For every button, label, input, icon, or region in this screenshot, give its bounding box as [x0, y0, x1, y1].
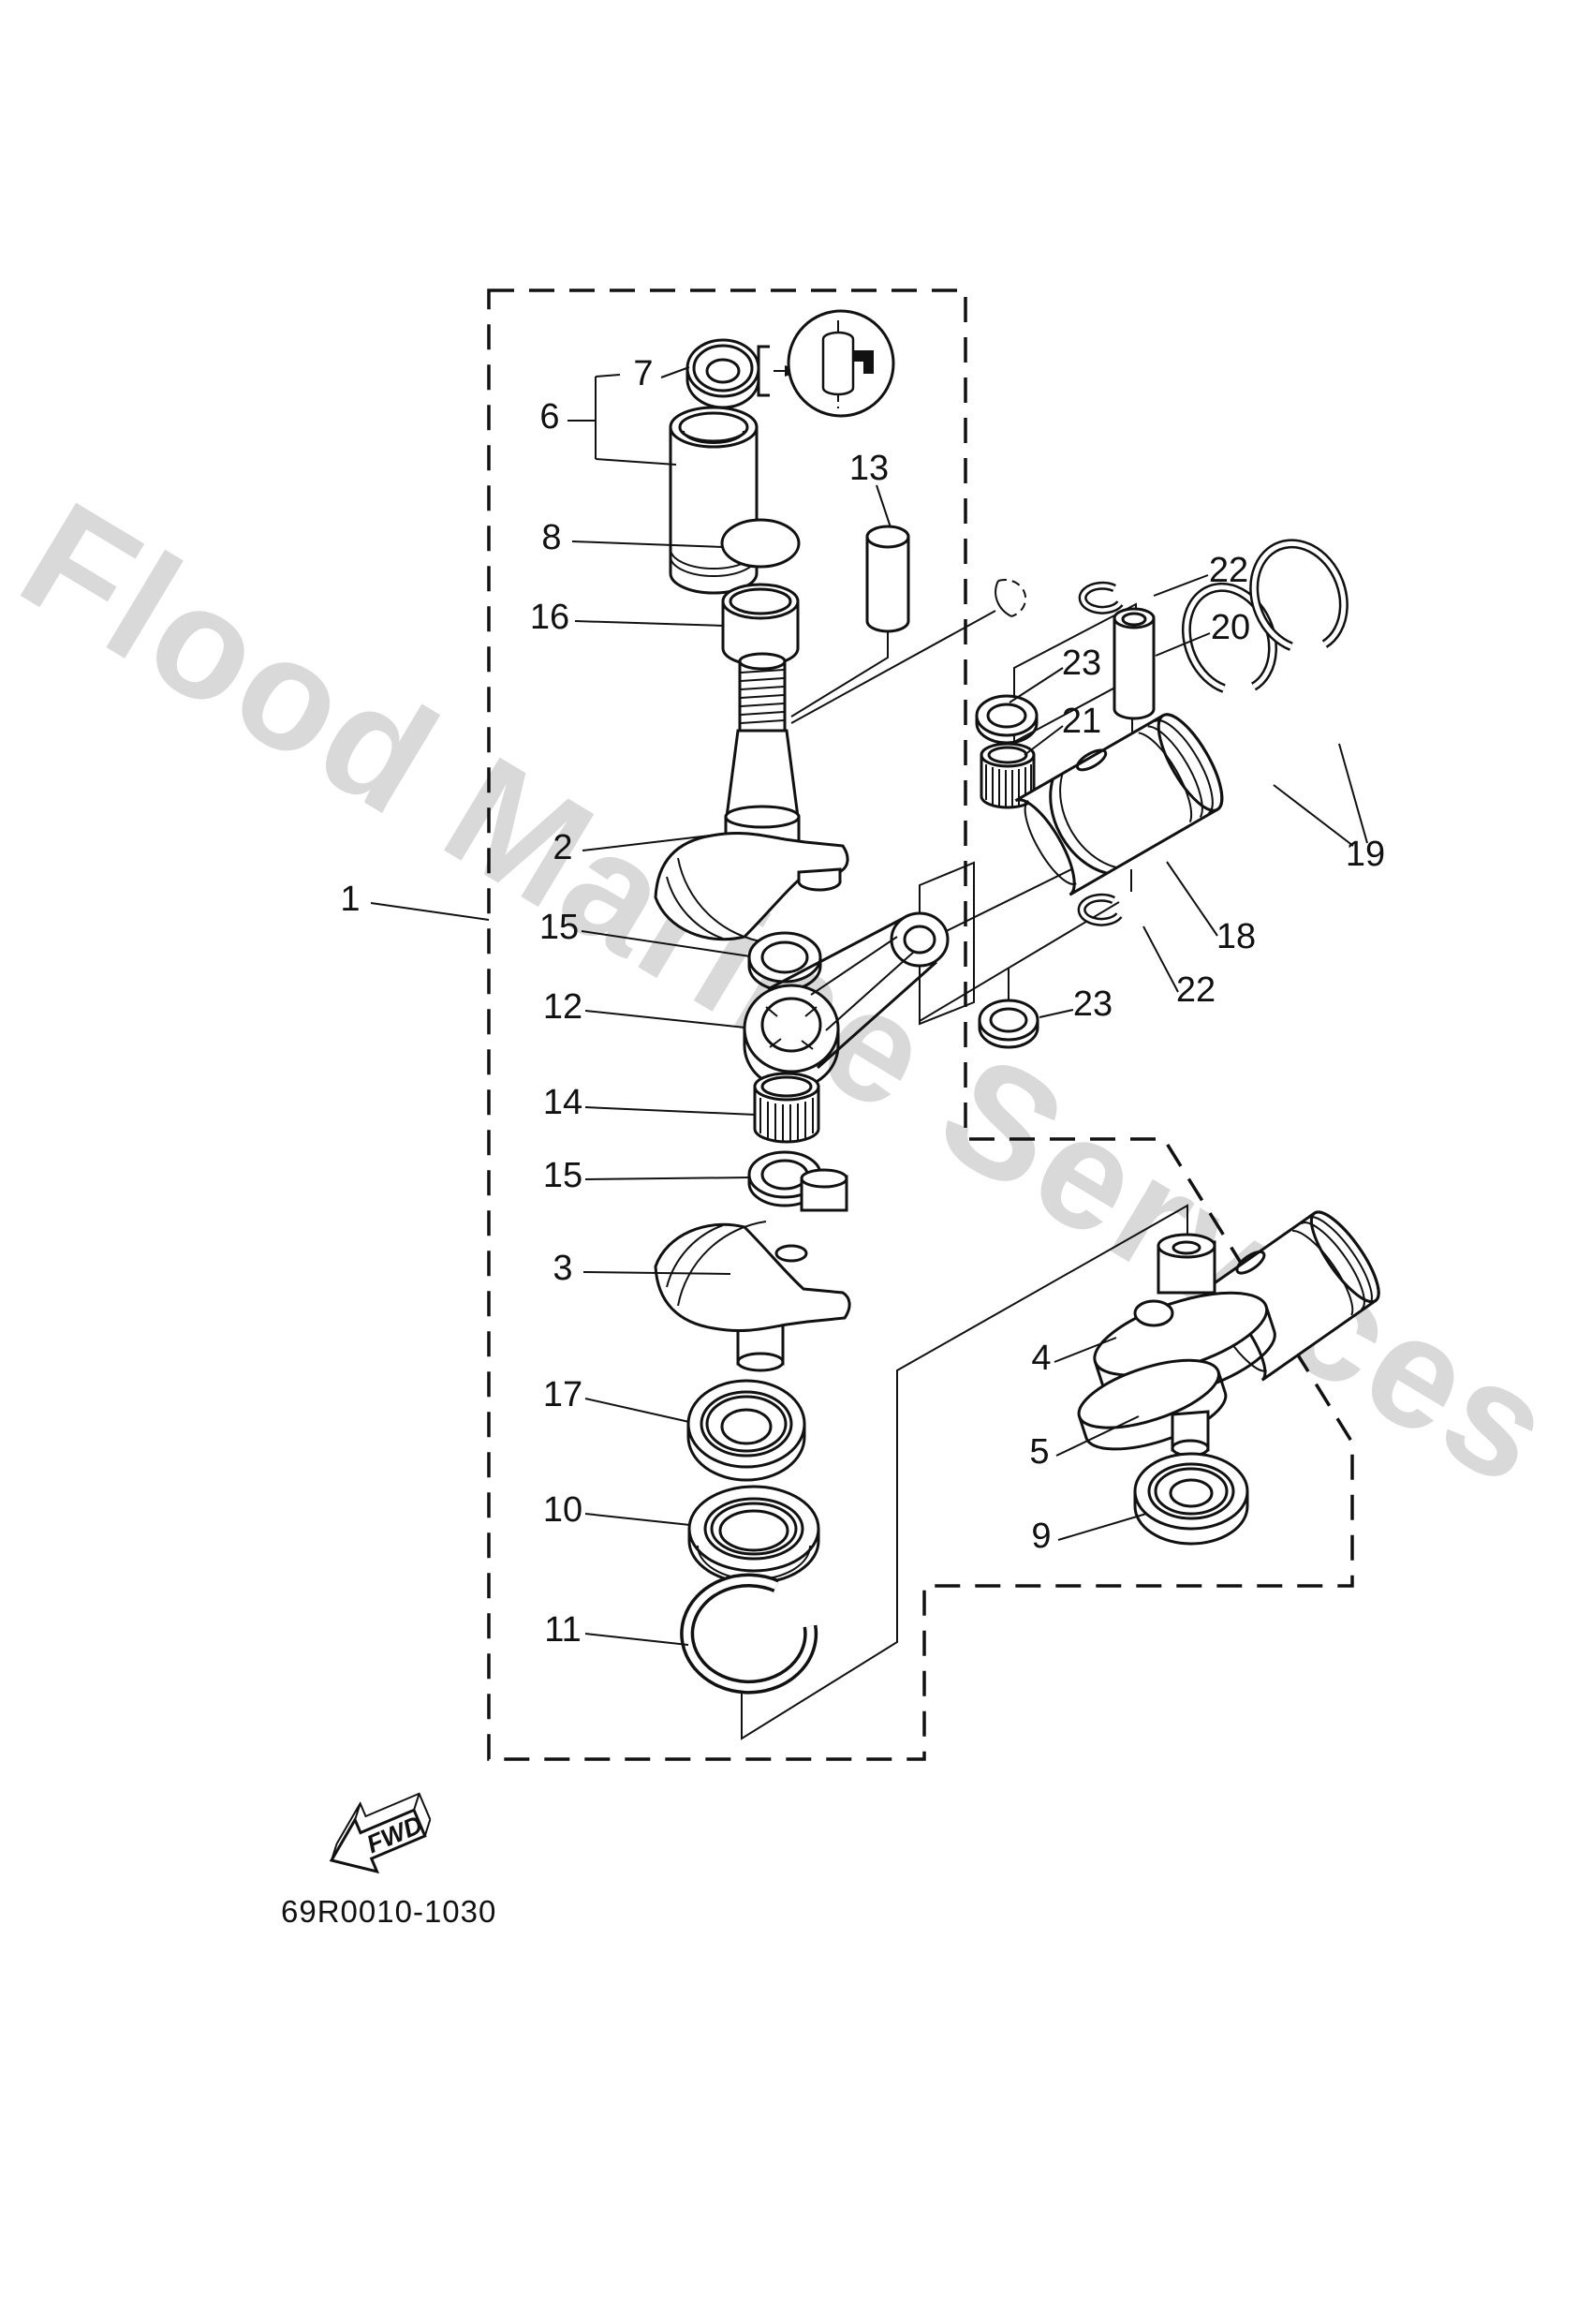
callout-8: 8	[541, 518, 561, 557]
leader-lines	[370, 366, 1368, 1646]
detail-circle-clip-view	[787, 309, 895, 418]
callout-21: 21	[1062, 702, 1101, 741]
piston-pin-clip-22-bottom	[1077, 893, 1123, 926]
callout-9: 9	[1031, 1517, 1051, 1556]
callout-13: 13	[849, 449, 889, 488]
callout-15a: 15	[539, 908, 579, 947]
clip-icon	[854, 350, 874, 374]
crank-web-5	[1077, 1358, 1228, 1451]
ball-bearing-17	[686, 1379, 806, 1482]
callout-19: 19	[1346, 835, 1385, 874]
callout-22b: 22	[1176, 970, 1216, 1010]
callout-14: 14	[543, 1083, 582, 1122]
callout-15b: 15	[543, 1156, 582, 1195]
drawing-code: 69R0010-1030	[281, 1894, 496, 1929]
upper-ball-bearing-7	[685, 338, 760, 409]
connecting-rod-12	[743, 911, 950, 1090]
callout-23b: 23	[1073, 984, 1113, 1024]
assembly-boundary	[487, 289, 1354, 1761]
ball-bearing-9	[1133, 1452, 1249, 1546]
callout-16: 16	[530, 598, 569, 637]
piston-pin-20	[1113, 607, 1156, 720]
small-end-washer-23-top	[975, 694, 1039, 745]
callout-labels: 1 2 15 12 14 15 3 17 10 11 6 7 8 16 13 2…	[340, 354, 1385, 1650]
piston-18	[1014, 713, 1224, 896]
crankshaft-lower-3	[654, 1168, 851, 1372]
callout-6: 6	[539, 397, 559, 437]
callout-4: 4	[1031, 1339, 1051, 1378]
callout-3: 3	[553, 1249, 572, 1288]
oil-seal-10	[687, 1485, 820, 1585]
callout-2: 2	[553, 828, 572, 867]
callout-20: 20	[1211, 608, 1250, 647]
needle-bearing-14	[753, 1072, 820, 1144]
callout-22a: 22	[1209, 551, 1248, 590]
dowel-pin-13	[865, 525, 910, 633]
shim-disc-8	[720, 518, 801, 569]
circlip-11	[680, 1573, 818, 1695]
piston-ring-set-19	[1181, 539, 1349, 693]
piston-pin-clip-22-top	[1078, 581, 1124, 614]
crank-pin-upper	[797, 867, 842, 892]
callout-11: 11	[544, 1610, 581, 1650]
crankshaft-upper-2	[654, 652, 849, 943]
fwd-arrow: FWD	[329, 1792, 432, 1874]
callout-5: 5	[1029, 1432, 1049, 1472]
small-end-washer-23-bottom	[978, 999, 1039, 1049]
callout-12: 12	[543, 987, 582, 1027]
thrust-washer-15-upper	[747, 931, 822, 992]
callout-18: 18	[1216, 917, 1256, 956]
callout-23a: 23	[1062, 644, 1101, 683]
callout-10: 10	[543, 1490, 582, 1530]
callout-17: 17	[543, 1375, 582, 1414]
callout-1: 1	[340, 880, 360, 919]
callout-7: 7	[633, 354, 653, 393]
